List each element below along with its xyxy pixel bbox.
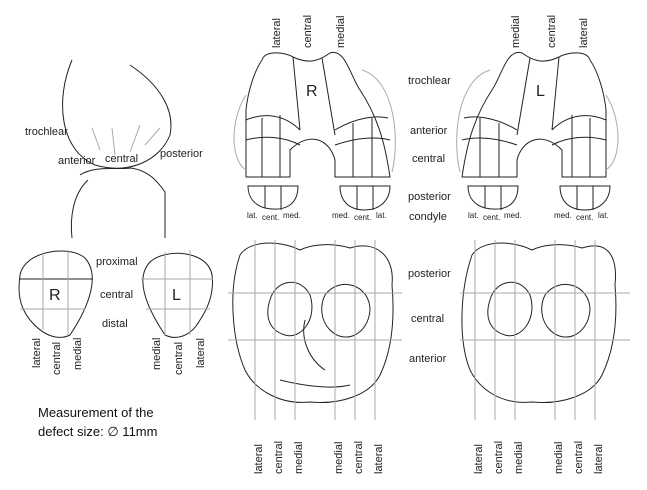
femur-right-side-label: R <box>306 83 318 100</box>
femur-right-col-label: lateral <box>271 18 283 48</box>
femur-left: L medial central lateral lat. cent. med.… <box>456 15 619 222</box>
tibia-col-label: central <box>573 441 585 474</box>
condyle-label: med. <box>504 211 522 220</box>
tibia-row-posterior: posterior <box>408 268 451 280</box>
label-anterior: anterior <box>58 155 96 167</box>
patella-left-col-label: lateral <box>195 338 207 368</box>
condyle-label: cent. <box>354 213 371 222</box>
condyle-label: med. <box>332 211 350 220</box>
patella-right-col-label: lateral <box>31 338 43 368</box>
measurement-note: Measurement of the defect size: ∅ 11mm <box>38 403 157 441</box>
lateral-knee-view: trochlear anterior central posterior <box>25 59 203 239</box>
tibia-row-central: central <box>411 313 444 325</box>
condyle-label: cent. <box>262 213 279 222</box>
tibia-right <box>228 240 402 420</box>
femur-row-central: central <box>412 153 445 165</box>
femur-row-condyle: condyle <box>409 211 447 223</box>
patella-right-col-label: central <box>51 342 63 375</box>
tibia-col-label: medial <box>513 442 525 474</box>
tibia-col-label: medial <box>553 442 565 474</box>
tibia-col-label: central <box>273 441 285 474</box>
femur-right-col-label: central <box>302 15 314 48</box>
condyle-label: cent. <box>483 213 500 222</box>
tibia-col-label: lateral <box>593 444 605 474</box>
femur-left-col-label: central <box>546 15 558 48</box>
condyle-label: med. <box>283 211 301 220</box>
condyle-label: lat. <box>376 211 387 220</box>
tibia-right-col-labels: lateral central medial medial central la… <box>253 441 385 474</box>
tibia-row-anterior: anterior <box>409 353 447 365</box>
femur-left-col-label: medial <box>510 16 522 48</box>
patella-right-col-label: medial <box>72 338 84 370</box>
measurement-defect-size: defect size: ∅ 11mm <box>38 424 158 439</box>
patella-right: R lateral central medial <box>18 250 93 375</box>
label-central: central <box>105 153 138 165</box>
femur-right: R lateral central medial lat. cent. med.… <box>233 15 396 222</box>
patella-left-side-label: L <box>172 287 181 304</box>
patella-left-col-label: central <box>173 342 185 375</box>
femur-left-col-label: lateral <box>578 18 590 48</box>
patella-right-side-label: R <box>49 287 61 304</box>
tibia-col-label: central <box>493 441 505 474</box>
femur-row-trochlear: trochlear <box>408 75 451 87</box>
femur-row-anterior: anterior <box>410 125 448 137</box>
patella-row-central: central <box>100 289 133 301</box>
condyle-label: lat. <box>468 211 479 220</box>
femur-right-col-label: medial <box>335 16 347 48</box>
label-trochlear: trochlear <box>25 126 68 138</box>
tibia-col-label: lateral <box>373 444 385 474</box>
measurement-line-1: Measurement of the <box>38 405 154 420</box>
condyle-label: lat. <box>247 211 258 220</box>
tibia-col-label: lateral <box>253 444 265 474</box>
patella-row-proximal: proximal <box>96 256 138 268</box>
tibia-col-label: lateral <box>473 444 485 474</box>
femur-row-posterior: posterior <box>408 191 451 203</box>
condyle-label: cent. <box>576 213 593 222</box>
tibia-col-label: medial <box>293 442 305 474</box>
femur-left-side-label: L <box>536 83 545 100</box>
patella-row-distal: distal <box>102 318 128 330</box>
condyle-label: med. <box>554 211 572 220</box>
patella-left-col-label: medial <box>151 338 163 370</box>
tibia-col-label: central <box>353 441 365 474</box>
tibia-col-label: medial <box>333 442 345 474</box>
condyle-label: lat. <box>598 211 609 220</box>
tibia-left-col-labels: lateral central medial medial central la… <box>473 441 605 474</box>
label-posterior: posterior <box>160 148 203 160</box>
tibia-left <box>460 240 630 420</box>
patella-left: L medial central lateral <box>141 250 213 375</box>
